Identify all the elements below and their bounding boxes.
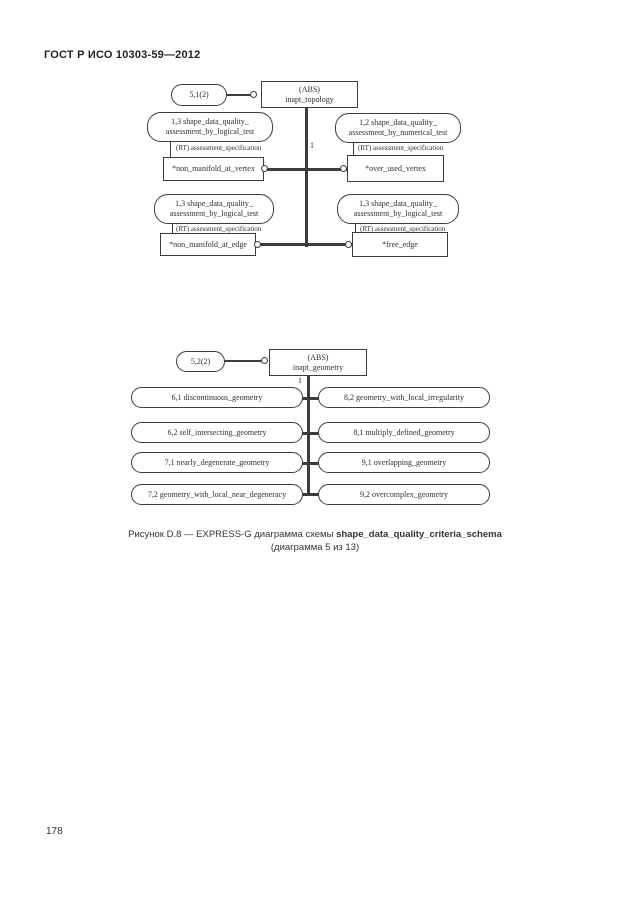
geometry-subtype-left-1: 6,1 discontinuous_geometry	[131, 387, 303, 408]
geometry-subtype-left-3: 7,1 nearly_degenerate_geometry	[131, 452, 303, 473]
geometry-pageref-line	[223, 360, 264, 362]
geometry-row2-tick-line	[299, 432, 320, 435]
document-header: ГОСТ Р ИСО 10303-59—2012	[44, 49, 201, 61]
topology-test-br-line1: 1,3 shape_data_quality_	[359, 199, 437, 208]
topology-tl-relation-label: (RT) assessment_specification	[176, 144, 262, 152]
topology-root-entity-box: (ABS) inapt_topology	[261, 81, 358, 108]
topology-cardinality-label: 1	[310, 141, 314, 150]
topology-tr-connection-circle	[340, 165, 347, 172]
topology-tr-relation-line	[353, 143, 354, 157]
topology-test-box-br: 1,3 shape_data_quality_ assessment_by_lo…	[337, 194, 459, 224]
geometry-supertype-trunk-line	[307, 376, 310, 496]
topology-entity-bl-label: *non_manifold_at_edge	[169, 239, 247, 249]
topology-pageref-circle	[250, 91, 257, 98]
topology-test-tr-line1: 1,2 shape_data_quality_	[359, 118, 437, 127]
geometry-row4-tick-line	[299, 493, 320, 496]
geometry-row3-tick-line	[299, 462, 320, 465]
topology-entity-br-label: *free_edge	[382, 239, 418, 249]
figure-caption-text: Рисунок D.8 — EXPRESS-G диаграмма схемы	[128, 529, 337, 540]
topology-br-relation-label: (RT) assessment_specification	[360, 225, 446, 233]
topology-pageref-line	[226, 94, 254, 96]
topology-supertype-trunk-line	[305, 107, 308, 247]
figure-caption-schema-name: shape_data_quality_criteria_schema	[336, 529, 502, 540]
geometry-row1-tick-line	[299, 397, 320, 400]
topology-bl-relation-line	[172, 224, 173, 235]
topology-test-br-line2: assessment_by_logical_test	[353, 209, 443, 218]
figure-caption-line2: (диаграмма 5 из 13)	[270, 542, 360, 553]
topology-bl-relation-label: (RT) assessment_specification	[176, 225, 262, 233]
geometry-pageref-circle	[261, 357, 268, 364]
topology-entity-box-bl: *non_manifold_at_edge	[160, 233, 256, 256]
figure-caption: Рисунок D.8 — EXPRESS-G диаграмма схемы …	[0, 529, 630, 540]
geometry-subtype-left-4: 7,2 geometry_with_local_near_degeneracy	[131, 484, 303, 505]
topology-row2-connection-line	[260, 243, 352, 246]
geometry-subtype-right-2: 8,1 multiply_defined_geometry	[318, 422, 490, 443]
topology-br-connection-circle	[345, 241, 352, 248]
topology-root-name-label: inapt_topology	[285, 94, 334, 104]
geometry-page-ref-label: 5,2(2)	[190, 356, 211, 366]
topology-test-box-bl: 1,3 shape_data_quality_ assessment_by_lo…	[154, 194, 274, 224]
geometry-subtype-left-2: 6,2 self_intersecting_geometry	[131, 422, 303, 443]
geometry-root-name-label: inapt_geometry	[292, 362, 344, 372]
topology-br-relation-line	[355, 224, 356, 234]
geometry-cardinality-label: 1	[298, 376, 302, 385]
topology-entity-box-br: *free_edge	[352, 232, 448, 257]
topology-entity-box-tr: *over_used_vertex	[347, 155, 444, 182]
topology-test-tr-line2: assessment_by_numerical_test	[348, 128, 448, 137]
topology-bl-connection-circle	[254, 241, 261, 248]
page-number: 178	[46, 826, 63, 837]
topology-tl-relation-line	[170, 142, 171, 158]
geometry-root-abs-label: (ABS)	[307, 352, 329, 362]
topology-entity-tr-label: *over_used_vertex	[365, 163, 426, 173]
geometry-page-ref-oval: 5,2(2)	[176, 351, 225, 372]
geometry-subtype-right-1: 8,2 geometry_with_local_irregularity	[318, 387, 490, 408]
geometry-subtype-right-3: 9,1 overlapping_geometry	[318, 452, 490, 473]
topology-test-box-tl: 1,3 shape_data_quality_ assessment_by_lo…	[147, 112, 273, 142]
geometry-subtype-right-4: 9,2 overcomplex_geometry	[318, 484, 490, 505]
topology-entity-tl-label: *non_manifold_at_vertex	[172, 164, 255, 173]
topology-tl-connection-circle	[261, 165, 268, 172]
topology-page-ref-oval: 5,1(2)	[171, 84, 227, 106]
topology-page-ref-label: 5,1(2)	[189, 90, 209, 99]
topology-tr-relation-label: (RT) assessment_specification	[358, 144, 444, 152]
topology-test-tl-line1: 1,3 shape_data_quality_	[171, 117, 249, 126]
topology-test-bl-line1: 1,3 shape_data_quality_	[175, 199, 253, 208]
topology-test-tl-line2: assessment_by_logical_test	[165, 127, 255, 136]
topology-test-bl-line2: assessment_by_logical_test	[169, 209, 259, 218]
topology-root-abs-label: (ABS)	[299, 84, 320, 94]
topology-entity-box-tl: *non_manifold_at_vertex	[163, 157, 264, 181]
topology-row1-connection-line	[267, 168, 347, 171]
geometry-root-entity-box: (ABS) inapt_geometry	[269, 349, 367, 376]
topology-test-box-tr: 1,2 shape_data_quality_ assessment_by_nu…	[335, 113, 461, 143]
